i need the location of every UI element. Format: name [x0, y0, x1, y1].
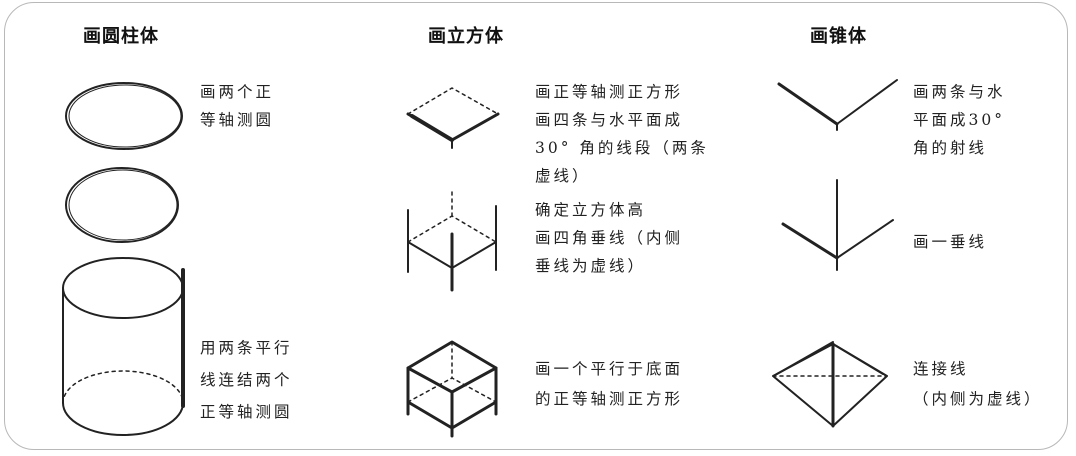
cube-step3-sketch — [406, 340, 498, 438]
caption-line: 确定立方体高 — [535, 201, 647, 219]
caption-line: 用两条平行 — [200, 339, 293, 357]
cylinder-step2-caption: 用两条平行 线连结两个 正等轴测圆 — [200, 332, 293, 428]
caption-line: 画四角垂线（内侧 — [535, 229, 684, 247]
cylinder-second-ellipse-sketch — [65, 167, 179, 243]
caption-line: 正等轴测圆 — [200, 403, 293, 421]
cone-step1-caption: 画两条与水 平面成30° 角的射线 — [913, 78, 1006, 162]
cube-step2-sketch — [407, 191, 497, 292]
cube-step1-sketch — [406, 87, 500, 149]
caption-line: 画一垂线 — [913, 233, 988, 251]
caption-line: （内侧为虚线） — [913, 390, 1043, 408]
cone-step2-sketch — [781, 179, 894, 271]
cylinder-complete-sketch — [62, 257, 185, 436]
cube-step2-caption: 确定立方体高 画四角垂线（内侧 垂线为虚线） — [535, 196, 683, 280]
cube-step1-caption: 画正等轴测正方形 画四条与水平面成 30° 角的线段（两条 虚线） — [535, 78, 709, 190]
caption-line: 角的射线 — [913, 139, 988, 157]
cylinder-two-ellipses-sketch — [65, 82, 183, 150]
diagram-frame — [4, 2, 1068, 450]
caption-line: 画两个正 — [200, 83, 275, 101]
cone-step3-caption: 连接线 （内侧为虚线） — [913, 354, 1043, 414]
caption-line: 垂线为虚线） — [535, 257, 647, 275]
caption-line: 虚线） — [535, 167, 591, 185]
caption-line: 30° 角的线段（两条 — [535, 139, 709, 157]
caption-line: 画一个平行于底面 — [535, 360, 684, 378]
caption-line: 等轴测圆 — [200, 111, 275, 129]
caption-line: 的正等轴测正方形 — [535, 390, 684, 408]
caption-line: 画四条与水平面成 — [535, 111, 684, 129]
cylinder-step1-caption: 画两个正 等轴测圆 — [200, 78, 274, 134]
heading-cylinder: 画圆柱体 — [83, 26, 159, 47]
caption-line: 线连结两个 — [200, 371, 293, 389]
cone-step2-caption: 画一垂线 — [913, 228, 987, 256]
caption-line: 平面成30° — [913, 111, 1005, 129]
cube-step3-caption: 画一个平行于底面 的正等轴测正方形 — [535, 354, 683, 414]
caption-line: 连接线 — [913, 360, 969, 378]
heading-cube: 画立方体 — [428, 26, 504, 47]
cone-step3-sketch — [772, 341, 888, 428]
cone-step1-sketch — [777, 79, 898, 131]
heading-cone: 画锥体 — [810, 26, 867, 47]
caption-line: 画正等轴测正方形 — [535, 83, 684, 101]
caption-line: 画两条与水 — [913, 83, 1006, 101]
